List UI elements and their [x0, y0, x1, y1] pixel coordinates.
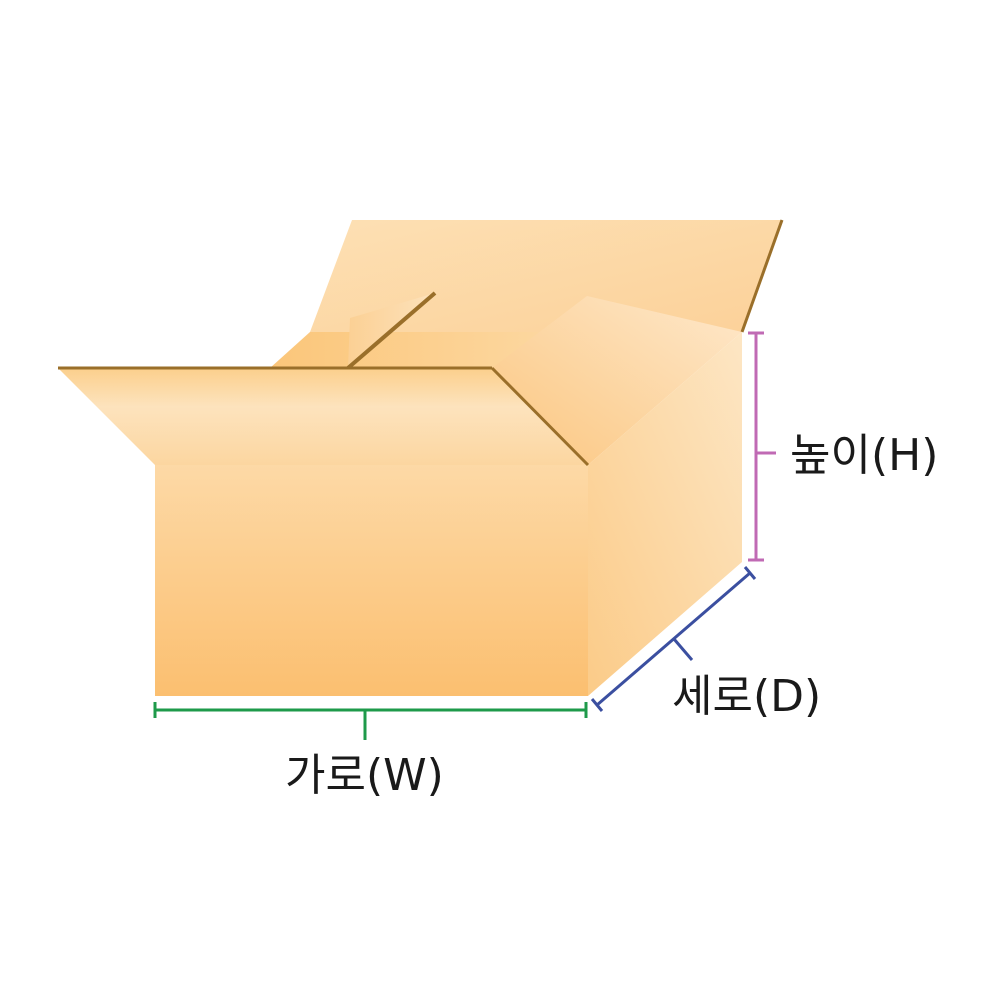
front-flap-fold-edge — [490, 366, 590, 467]
front-flap — [58, 368, 588, 465]
back-flap-edge — [740, 219, 784, 333]
box-front-face — [155, 465, 588, 696]
height-label: 높이(H) — [790, 430, 938, 481]
box-interior — [270, 332, 545, 368]
right-flap — [492, 296, 742, 465]
box-side-face — [588, 332, 742, 696]
width-label: 가로(W) — [285, 750, 444, 801]
left-inner-flap-edge — [346, 291, 437, 370]
height-dimension — [748, 331, 776, 562]
depth-label: 세로(D) — [672, 671, 821, 722]
width-dimension — [153, 702, 588, 740]
back-flap — [310, 220, 782, 332]
depth-dimension — [590, 566, 757, 712]
